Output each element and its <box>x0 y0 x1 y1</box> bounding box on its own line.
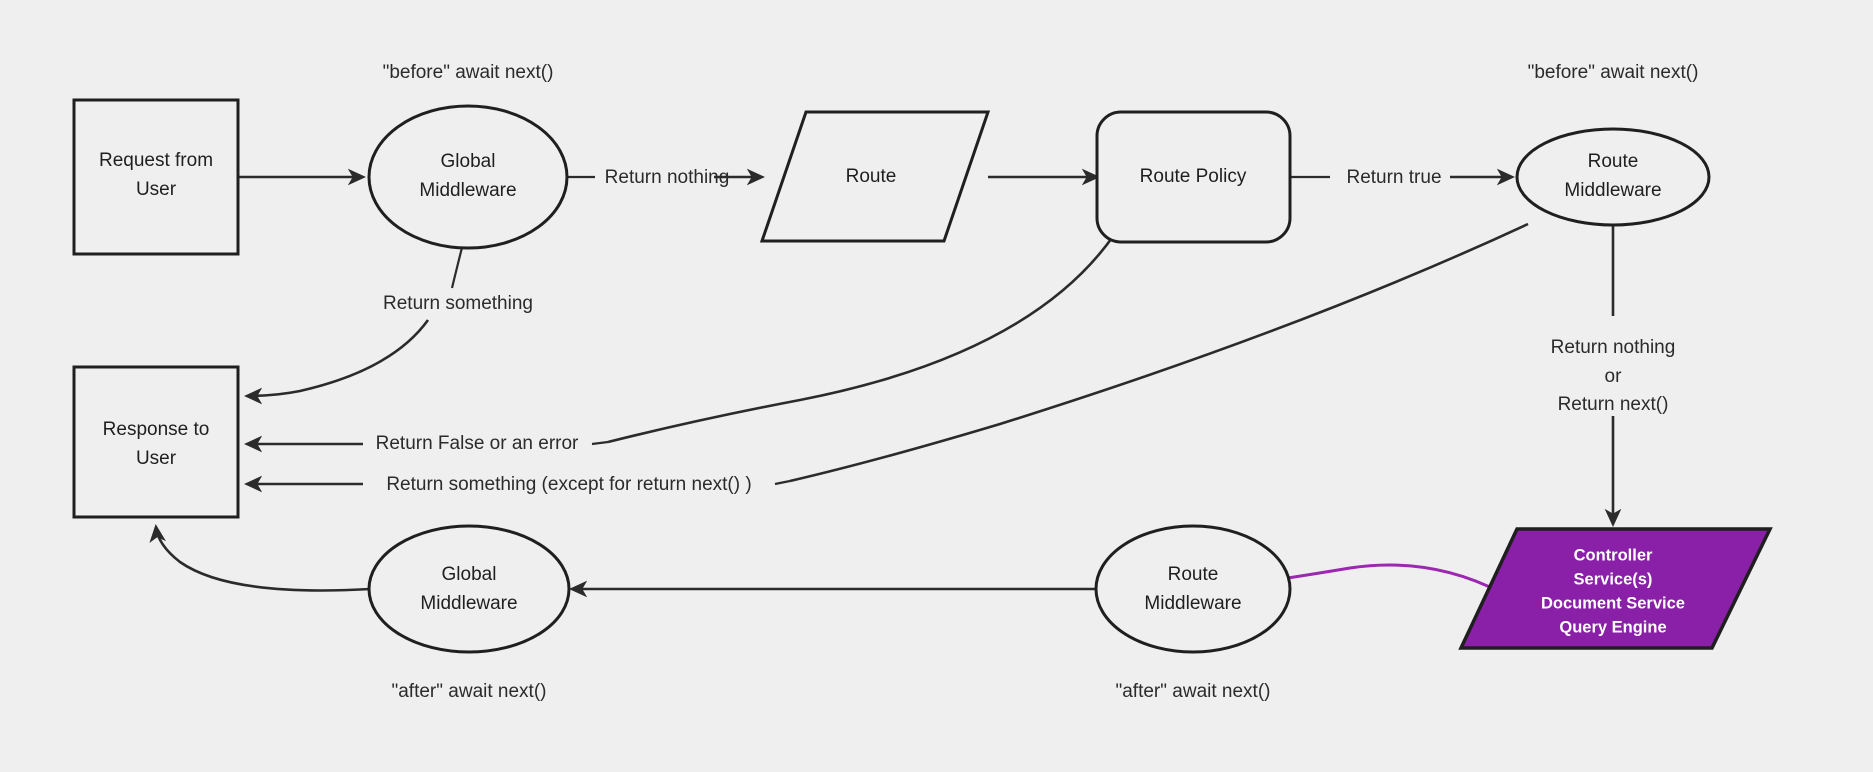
route-middleware-before-shape <box>1515 127 1711 227</box>
global-middleware-after-shape <box>367 524 571 654</box>
node-route[interactable]: Route <box>759 110 991 243</box>
global-middleware-before-label-line1: Global <box>441 151 496 172</box>
route-policy-shape <box>1095 110 1292 244</box>
node-request-from-user[interactable]: Request from User <box>72 98 240 256</box>
controller-shape <box>1458 527 1773 650</box>
edge-label-return-nothing-or-next-line3: Return next() <box>1558 394 1669 415</box>
route-label: Route <box>846 166 897 187</box>
route-middleware-before-label-line1: Route <box>1588 151 1639 172</box>
edge-global-middleware-after-to-response <box>149 523 371 592</box>
route-middleware-before-label-line2: Middleware <box>1564 180 1661 201</box>
global-middleware-before-shape <box>367 104 569 250</box>
node-controller-services[interactable]: Controller Service(s) Document Service Q… <box>1458 527 1773 650</box>
node-global-middleware-before[interactable]: Global Middleware <box>367 104 569 250</box>
edge-route-middleware-to-response-tail <box>774 479 791 486</box>
edge-route-middleware-to-response <box>789 222 1529 483</box>
edge-label-return-nothing: Return nothing <box>605 167 730 188</box>
node-route-middleware-after[interactable]: Route Middleware <box>1094 524 1292 654</box>
global-middleware-after-label-line2: Middleware <box>420 593 517 614</box>
request-label-line1: Request from <box>99 150 213 171</box>
controller-label-line4: Query Engine <box>1559 618 1666 636</box>
edge-label-return-nothing-or-next-line1: Return nothing <box>1551 337 1676 358</box>
request-box-shape <box>72 98 240 256</box>
node-route-middleware-before[interactable]: Route Middleware <box>1515 127 1711 227</box>
edge-label-return-nothing-or-next-line2: or <box>1605 366 1623 387</box>
response-box-shape <box>72 365 240 519</box>
edge-label-return-something-except: Return something (except for return next… <box>386 474 751 495</box>
request-label-line2: User <box>136 179 177 200</box>
route-middleware-after-label-line1: Route <box>1168 564 1219 585</box>
response-label-line1: Response to <box>103 419 210 440</box>
edge-route-policy-to-response-tail <box>591 440 609 446</box>
annotation-after-route: "after" await next() <box>1116 681 1271 702</box>
annotation-before-route: "before" await next() <box>1528 62 1699 83</box>
annotation-after-global: "after" await next() <box>392 681 547 702</box>
route-middleware-after-shape <box>1094 524 1292 654</box>
edge-route-policy-to-response <box>607 234 1116 444</box>
annotation-before-global: "before" await next() <box>383 62 554 83</box>
global-middleware-after-label-line1: Global <box>442 564 497 585</box>
controller-label-line1: Controller <box>1574 546 1653 564</box>
controller-label-line2: Service(s) <box>1574 570 1653 588</box>
node-global-middleware-after[interactable]: Global Middleware <box>367 524 571 654</box>
route-shape <box>759 110 991 243</box>
route-policy-label: Route Policy <box>1140 166 1247 187</box>
node-route-policy[interactable]: Route Policy <box>1095 110 1292 244</box>
edge-global-middleware-return-something-lower <box>243 319 430 405</box>
edge-label-return-false-or-error: Return False or an error <box>376 433 579 454</box>
global-middleware-before-label-line2: Middleware <box>419 180 516 201</box>
controller-label-line3: Document Service <box>1541 594 1685 612</box>
node-response-to-user[interactable]: Response to User <box>72 365 240 519</box>
route-middleware-after-label-line2: Middleware <box>1144 593 1241 614</box>
edge-label-return-true: Return true <box>1346 167 1441 188</box>
edge-label-return-something: Return something <box>383 293 533 314</box>
response-label-line2: User <box>136 448 177 469</box>
